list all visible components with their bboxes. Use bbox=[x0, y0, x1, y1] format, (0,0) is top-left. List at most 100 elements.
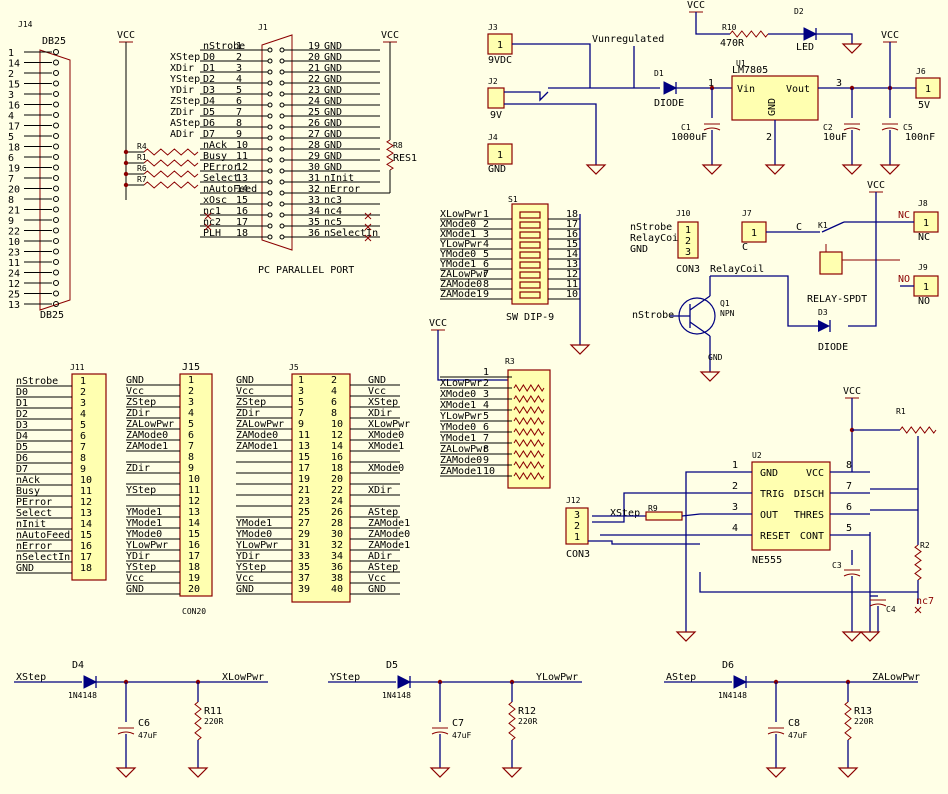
vcc-label-r3: VCC bbox=[429, 318, 447, 329]
j5-right-label: Vcc bbox=[368, 386, 386, 397]
j5-right-label: XDir bbox=[368, 408, 392, 419]
gnd-driver-res bbox=[837, 767, 859, 778]
s1-right-pin: 12 bbox=[566, 269, 578, 280]
r3-pin: 7 bbox=[483, 433, 489, 444]
no-connect-mark bbox=[364, 234, 372, 242]
capacitor-plate bbox=[117, 731, 135, 735]
j1-pin-number: 27 bbox=[308, 129, 320, 140]
db25-pin-number: 16 bbox=[8, 101, 20, 112]
gnd-driver-cap bbox=[765, 767, 787, 778]
gnd-j2 bbox=[585, 164, 607, 175]
j11-label: nAck bbox=[16, 475, 40, 486]
j1-pin-number: 29 bbox=[308, 151, 320, 162]
j11-pin: 11 bbox=[80, 486, 92, 497]
j5-right-pin: 18 bbox=[331, 463, 343, 474]
j1-pin-number: 16 bbox=[236, 206, 248, 217]
s1-switch bbox=[519, 211, 541, 219]
j15-pin: 3 bbox=[188, 397, 194, 408]
j5-body bbox=[291, 373, 351, 603]
u2-gnd-wire bbox=[685, 471, 700, 632]
j10-name: CON3 bbox=[676, 264, 700, 275]
r3-resistor bbox=[513, 417, 545, 425]
j10-pin: 3 bbox=[685, 247, 691, 258]
j1-signal-label: GND bbox=[324, 162, 342, 173]
j2-label: 9V bbox=[490, 110, 502, 121]
j10-pin: 1 bbox=[685, 225, 691, 236]
driver-cap-value: 47uF bbox=[138, 731, 157, 740]
j1-pin-number: 10 bbox=[236, 140, 248, 151]
r10-symbol bbox=[729, 30, 769, 38]
db25-shell bbox=[39, 49, 71, 311]
j15-pin: 4 bbox=[188, 408, 194, 419]
j1-signal-label: nError bbox=[324, 184, 360, 195]
j11-label: D5 bbox=[16, 442, 28, 453]
j1-signal-label: nStrobe bbox=[203, 41, 245, 52]
j5-right-label: XDir bbox=[368, 485, 392, 496]
relay-no-net: NO bbox=[898, 274, 910, 285]
j12-name: CON3 bbox=[566, 549, 590, 560]
db25-pin-number: 5 bbox=[8, 132, 14, 143]
j1-signal-label: GND bbox=[324, 96, 342, 107]
j5-left-pin: 21 bbox=[298, 485, 310, 496]
driver-cap-ref: C8 bbox=[788, 718, 800, 729]
j15-pin: 18 bbox=[188, 562, 200, 573]
no-connect-mark bbox=[364, 212, 372, 220]
j5-right-pin: 40 bbox=[331, 584, 343, 595]
j1-signal-label: GND bbox=[324, 74, 342, 85]
db25-pin-number: 8 bbox=[8, 195, 14, 206]
j5-right-pin: 16 bbox=[331, 452, 343, 463]
j1-net-label: ADir bbox=[170, 129, 194, 140]
r3-resistor bbox=[513, 472, 545, 480]
j11-pin: 6 bbox=[80, 431, 86, 442]
j1-signal-label: nSelectIn bbox=[324, 228, 378, 239]
u1-ref: U1 bbox=[736, 59, 746, 68]
j7-label: C bbox=[742, 242, 748, 253]
j11-pin: 18 bbox=[80, 563, 92, 574]
db25-pin-hole bbox=[53, 269, 59, 276]
j15-pin: 9 bbox=[188, 463, 194, 474]
j15-label: Vcc bbox=[126, 573, 144, 584]
j1-pin-hole bbox=[267, 80, 273, 86]
j1-pin-number: 12 bbox=[236, 162, 248, 173]
j1-signal-label: D2 bbox=[203, 74, 215, 85]
gnd-u1 bbox=[764, 164, 786, 175]
j1-pin-number: 30 bbox=[308, 162, 320, 173]
relay-vcc-wire bbox=[848, 192, 877, 327]
j11-pin: 14 bbox=[80, 519, 92, 530]
j1-pin-number: 22 bbox=[308, 74, 320, 85]
j1-pin-number: 24 bbox=[308, 96, 320, 107]
j12-pin: 3 bbox=[574, 510, 580, 521]
db25-pin-hole bbox=[53, 133, 59, 139]
j11-pin: 2 bbox=[80, 387, 86, 398]
s1-left-label: YMode0 bbox=[440, 249, 476, 260]
j5-left-pin: 15 bbox=[298, 452, 310, 463]
junction-dot bbox=[123, 182, 129, 188]
j1-pin-hole bbox=[279, 113, 285, 119]
j1-pin-number: 23 bbox=[308, 85, 320, 96]
r3-pin: 1 bbox=[483, 367, 489, 378]
relaycoil-net: RelayCoil bbox=[710, 264, 764, 275]
j3-wire bbox=[512, 43, 591, 88]
r3-label: ZAMode1 bbox=[440, 466, 482, 477]
j12-body bbox=[565, 507, 589, 545]
pullup-resistor bbox=[143, 170, 199, 178]
junction-dot bbox=[123, 171, 129, 177]
j15-label: ZALowPwr bbox=[126, 419, 174, 430]
j5-left-pin: 25 bbox=[298, 507, 310, 518]
capacitor-plate bbox=[843, 127, 861, 131]
pullup-resistor-ref: R7 bbox=[137, 175, 147, 184]
db25-pin-hole bbox=[53, 301, 59, 307]
driver-resistor bbox=[844, 701, 852, 741]
j11-label: D2 bbox=[16, 409, 28, 420]
q1-gnd-label: GND bbox=[708, 353, 723, 362]
db25-pin-hole bbox=[53, 227, 59, 234]
j5-right-pin: 14 bbox=[331, 441, 343, 452]
j1-signal-label: GND bbox=[324, 118, 342, 129]
j5-left-label: YStep bbox=[236, 562, 266, 573]
j1-pin-number: 19 bbox=[308, 41, 320, 52]
j15-label: YDir bbox=[126, 551, 150, 562]
s1-left-label: ZALowPwr bbox=[440, 269, 488, 280]
driver-resistor bbox=[508, 701, 516, 741]
q1-collector bbox=[689, 295, 711, 311]
relay-coil-wire bbox=[710, 275, 818, 327]
